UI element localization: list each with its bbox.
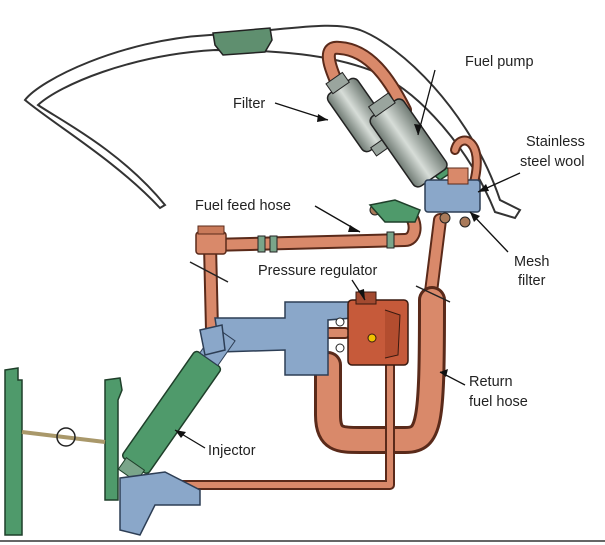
- label-injector: Injector: [208, 443, 256, 459]
- label-mesh-line2: filter: [518, 273, 546, 289]
- tank-clip: [212, 27, 273, 56]
- label-filter: Filter: [233, 96, 265, 112]
- fuel-pump-cylinder: [367, 92, 448, 188]
- leader-arrowheads: [175, 114, 489, 438]
- label-fuel-feed-hose: Fuel feed hose: [195, 198, 291, 214]
- injector-assembly: [4, 324, 236, 536]
- regulator-housing: [214, 301, 353, 376]
- label-fuel-pump: Fuel pump: [465, 54, 534, 70]
- label-stainless-line1: Stainless: [526, 134, 585, 150]
- label-mesh-line1: Mesh: [514, 254, 549, 270]
- hose-clamps: [257, 231, 395, 253]
- pressure-regulator: [335, 291, 409, 366]
- banjo-fitting: [195, 225, 227, 255]
- label-stainless-line2: steel wool: [520, 154, 584, 170]
- label-return-line2: fuel hose: [469, 394, 528, 410]
- label-pressure-regulator: Pressure regulator: [258, 263, 377, 279]
- label-return-line1: Return: [469, 374, 513, 390]
- mesh-filter-block: [424, 179, 481, 213]
- break-marks: [189, 261, 451, 303]
- fuel-pump-assembly: [325, 71, 481, 228]
